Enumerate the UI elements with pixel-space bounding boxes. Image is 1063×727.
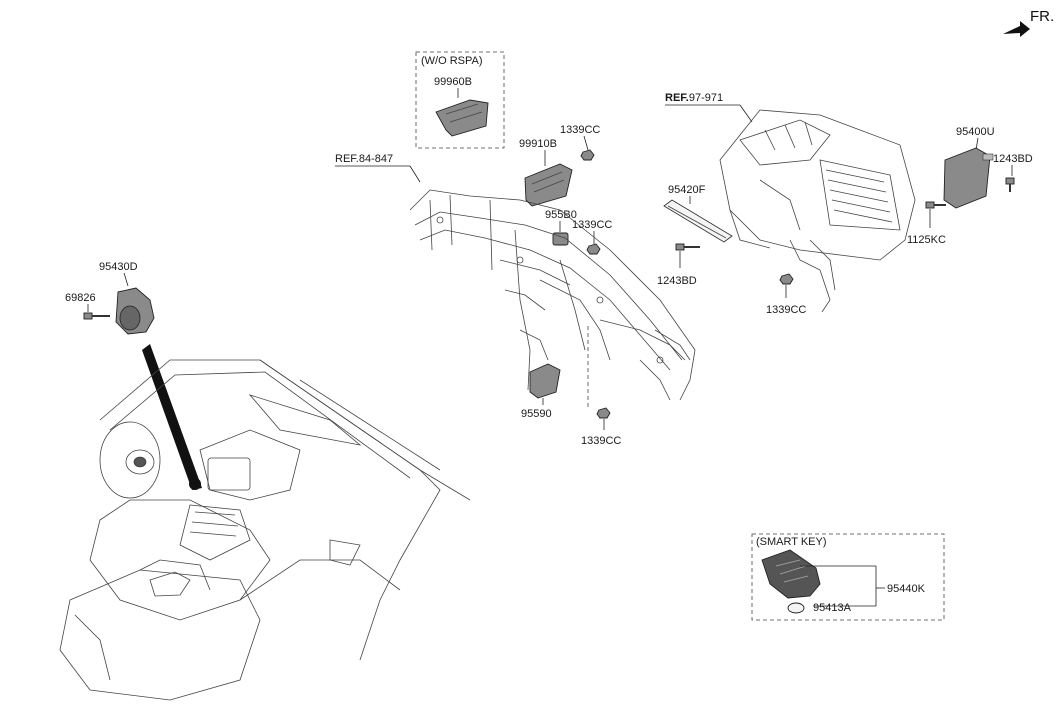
reference-label-97-971: REF.97-971 (665, 92, 723, 104)
part-label-1339CC-mid[interactable]: 1339CC (572, 219, 612, 231)
reference-label-84-847: REF.84-847 (335, 153, 393, 165)
wo-rspa-group-label: (W/O RSPA) (421, 55, 483, 67)
module-99910B (524, 163, 573, 207)
nut-1339CC-top (580, 149, 595, 161)
part-label-1339CC-right[interactable]: 1339CC (766, 304, 806, 316)
location-pointer (142, 344, 202, 490)
part-label-955B0[interactable]: 955B0 (545, 209, 577, 221)
module-95590 (529, 363, 561, 399)
front-direction-label: FR. (1030, 8, 1054, 25)
part-label-95413A[interactable]: 95413A (813, 602, 852, 614)
part-label-1339CC-low[interactable]: 1339CC (581, 435, 621, 447)
part-label-1243BD-right[interactable]: 1243BD (993, 153, 1033, 165)
ref-prefix-2: REF. (665, 92, 689, 104)
rspa-module-99960B (435, 99, 489, 137)
part-label-99960B[interactable]: 99960B (434, 76, 472, 88)
location-dot (189, 478, 201, 490)
part-label-95400U[interactable]: 95400U (956, 126, 995, 138)
nut-1339CC-low (596, 407, 611, 419)
front-direction-arrow (1003, 21, 1030, 37)
screw-1243BD-right (1005, 177, 1015, 192)
nut-1339CC-mid (586, 243, 601, 255)
ref-prefix: REF. (335, 153, 359, 165)
part-label-95590[interactable]: 95590 (521, 408, 552, 420)
part-label-1243BD-left[interactable]: 1243BD (657, 275, 697, 287)
wo-rspa-group-box (415, 51, 505, 149)
nut-1339CC-right (779, 273, 794, 285)
part-label-99910B[interactable]: 99910B (519, 138, 557, 150)
module-95400U (943, 147, 994, 209)
part-label-1125KC[interactable]: 1125KC (907, 234, 946, 246)
cowl-cross-member-artwork (409, 189, 696, 401)
ref-code-97-971: 97-971 (689, 92, 723, 104)
battery-95413A (787, 602, 805, 614)
smart-key-group-label: (SMART KEY) (756, 536, 827, 548)
hvac-unit-artwork (719, 109, 916, 313)
bolt-1125KC (925, 201, 946, 209)
screw-1243BD-left (675, 243, 700, 251)
smart-key-fob (761, 549, 821, 599)
antenna-bar-95420F (663, 199, 733, 243)
part-label-95440K[interactable]: 95440K (887, 583, 926, 595)
part-label-95420F[interactable]: 95420F (668, 184, 706, 196)
ref-code-84-847: 84-847 (359, 153, 393, 165)
antenna-95430D (115, 287, 155, 335)
part-label-1339CC-top[interactable]: 1339CC (560, 124, 600, 136)
part-label-95430D[interactable]: 95430D (99, 261, 138, 273)
part-label-69826[interactable]: 69826 (65, 292, 96, 304)
smart-key-group-box (751, 533, 945, 621)
sensor-955B0 (552, 232, 569, 246)
dashboard-artwork (59, 359, 471, 701)
bolt-69826 (83, 312, 110, 320)
